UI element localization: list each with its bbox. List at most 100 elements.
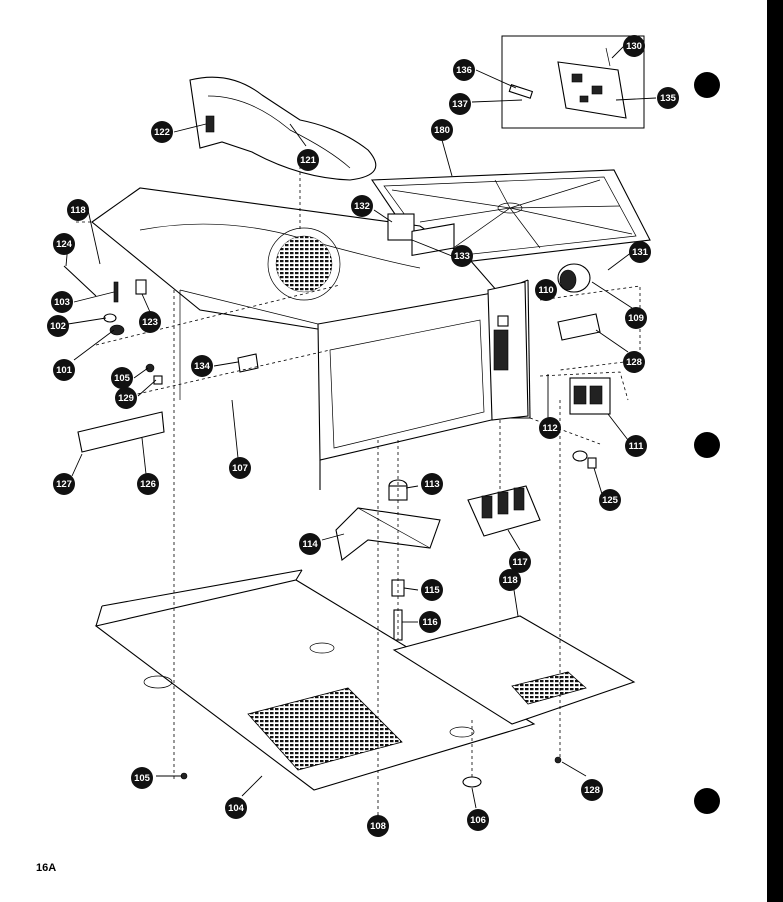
callout-badge bbox=[47, 315, 69, 337]
callout-label: 112 bbox=[542, 423, 557, 434]
projection-lines bbox=[76, 160, 641, 820]
callout-label: 117 bbox=[512, 557, 527, 568]
callout-108: 108 bbox=[367, 815, 389, 837]
cover-plate-part bbox=[77, 411, 165, 453]
callout-label: 129 bbox=[118, 393, 134, 404]
callout-label: 109 bbox=[628, 313, 644, 324]
callout-label: 128 bbox=[584, 785, 600, 796]
callout-label: 180 bbox=[434, 125, 450, 136]
control-bracket-part bbox=[487, 281, 529, 421]
callout-badge bbox=[421, 579, 443, 601]
callout-label: 123 bbox=[142, 317, 158, 328]
callout-label: 106 bbox=[470, 815, 486, 826]
callout-label: 118 bbox=[70, 205, 85, 216]
fuse-part bbox=[508, 84, 534, 99]
callout-121: 121 bbox=[297, 149, 319, 171]
callout-131: 131 bbox=[629, 241, 651, 263]
callout-label: 131 bbox=[632, 247, 649, 258]
callout-badge bbox=[451, 245, 473, 267]
callout-133: 133 bbox=[451, 245, 473, 267]
callout-109: 109 bbox=[625, 307, 647, 329]
callout-105: 105 bbox=[111, 367, 133, 389]
callout-125: 125 bbox=[599, 489, 621, 511]
callout-badge bbox=[625, 435, 647, 457]
callout-badge bbox=[625, 307, 647, 329]
callout-115: 115 bbox=[421, 579, 443, 601]
callout-badge bbox=[367, 815, 389, 837]
callout-label: 133 bbox=[454, 251, 470, 262]
callout-badge bbox=[111, 367, 133, 389]
callout-label: 118 bbox=[502, 575, 517, 586]
callout-badge bbox=[51, 291, 73, 313]
callout-135: 135 bbox=[657, 87, 679, 109]
callout-label: 137 bbox=[452, 99, 468, 110]
callout-137: 137 bbox=[449, 93, 471, 115]
callout-badge bbox=[53, 359, 75, 381]
callout-113: 113 bbox=[421, 473, 443, 495]
leader-lines bbox=[65, 45, 657, 824]
page-number-label: 16A bbox=[36, 862, 57, 874]
callout-label: 101 bbox=[56, 365, 73, 376]
callout-badge bbox=[453, 59, 475, 81]
callout-label: 122 bbox=[154, 127, 170, 138]
callout-110: 110 bbox=[535, 279, 557, 301]
callout-badge bbox=[467, 809, 489, 831]
callout-label: 110 bbox=[538, 285, 553, 296]
callout-label: 105 bbox=[114, 373, 131, 384]
callout-127: 127 bbox=[53, 473, 75, 495]
callout-116: 116 bbox=[419, 611, 441, 633]
callout-badge bbox=[67, 199, 89, 221]
latch-part bbox=[387, 213, 415, 241]
left-hardware-parts bbox=[63, 265, 259, 385]
callout-label: 104 bbox=[228, 803, 245, 814]
callout-111: 111 bbox=[625, 435, 647, 457]
terminal-block-part bbox=[467, 485, 541, 537]
callout-label: 125 bbox=[602, 495, 619, 506]
callout-label: 102 bbox=[50, 321, 66, 332]
motor-part bbox=[557, 263, 591, 293]
callout-badge bbox=[431, 119, 453, 141]
relay-part bbox=[569, 377, 611, 415]
bottom-plate-part bbox=[392, 615, 636, 725]
callout-badge bbox=[53, 233, 75, 255]
callout-badge bbox=[657, 87, 679, 109]
callout-label: 130 bbox=[626, 41, 642, 52]
callout-label: 134 bbox=[194, 361, 211, 372]
callout-badge bbox=[297, 149, 319, 171]
callout-180: 180 bbox=[431, 119, 453, 141]
callout-label: 107 bbox=[232, 463, 248, 474]
callout-badge bbox=[137, 473, 159, 495]
callout-label: 115 bbox=[424, 585, 440, 596]
callout-badge bbox=[419, 611, 441, 633]
callout-badge bbox=[623, 35, 645, 57]
callout-badge bbox=[191, 355, 213, 377]
callout-badge bbox=[599, 489, 621, 511]
callout-114: 114 bbox=[299, 533, 321, 555]
callout-128: 128 bbox=[623, 351, 645, 373]
callout-badge bbox=[139, 311, 161, 333]
binder-hole-bottom bbox=[694, 788, 720, 814]
callout-badge bbox=[539, 417, 561, 439]
callout-badge bbox=[151, 121, 173, 143]
callout-badge bbox=[499, 569, 521, 591]
base-pan-part bbox=[94, 569, 536, 791]
callout-badge bbox=[623, 351, 645, 373]
callout-label: 116 bbox=[422, 617, 437, 628]
callout-label: 103 bbox=[54, 297, 70, 308]
callout-134: 134 bbox=[191, 355, 213, 377]
callout-badge bbox=[225, 797, 247, 819]
callout-123: 123 bbox=[139, 311, 161, 333]
callout-101: 101 bbox=[53, 359, 75, 381]
binder-hole-middle bbox=[694, 432, 720, 458]
callout-124: 124 bbox=[53, 233, 75, 255]
callout-label: 135 bbox=[660, 93, 677, 104]
page-edge-bar bbox=[767, 0, 783, 902]
callout-122: 122 bbox=[151, 121, 173, 143]
callout-112: 112 bbox=[539, 417, 561, 439]
callout-badge bbox=[351, 195, 373, 217]
callout-badge bbox=[629, 241, 651, 263]
callout-107: 107 bbox=[229, 457, 251, 479]
binder-hole-top bbox=[694, 72, 720, 98]
callout-label: 114 bbox=[302, 539, 318, 550]
